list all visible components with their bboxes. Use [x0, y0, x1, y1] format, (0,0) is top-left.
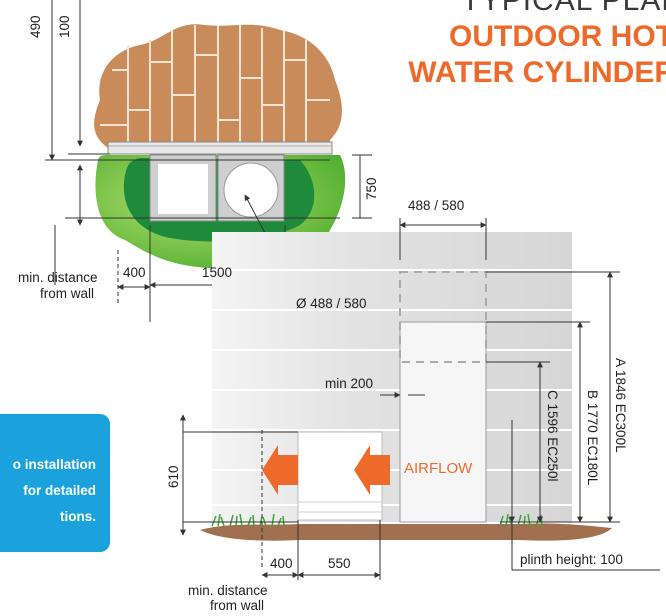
min-200-label: min 200 — [325, 376, 374, 391]
plan-min-distance-label-1: min. distance — [18, 270, 98, 285]
height-b-label: B 1770 EC180L — [585, 390, 600, 486]
plinth-height-label: plinth height: 100 — [520, 552, 623, 567]
dim-100-label: 100 — [57, 15, 72, 38]
note-line-3: tions. — [60, 509, 96, 524]
airflow-arrow-right — [354, 445, 390, 495]
deck-planks — [100, 25, 330, 148]
cylinder-dashed-outline — [399, 271, 487, 363]
height-a-label: A 1846 EC300L — [613, 358, 628, 453]
dim-1500-label: 1500 — [202, 265, 233, 280]
title-line-2: OUTDOOR HOT — [449, 20, 666, 53]
height-c-label: C 1596 EC250l — [545, 390, 560, 482]
airflow-arrow-left — [262, 445, 298, 495]
title-line-3: WATER CYLINDER — [408, 56, 666, 89]
cylinder-circle — [223, 162, 279, 218]
dim-400-plan-label: 400 — [123, 265, 146, 280]
elevation-min-distance-label-1: min. distance — [188, 583, 268, 598]
dim-750-label: 750 — [364, 177, 379, 200]
title-line-1: TYPICAL PLAN — [461, 0, 666, 17]
ground-strip — [200, 523, 612, 541]
dim-550-label: 550 — [328, 556, 351, 571]
installation-note-box: o installation for detailed tions. — [0, 414, 110, 552]
elevation-min-distance-label-2: from wall — [210, 598, 265, 613]
plan-min-distance-label-2: from wall — [40, 286, 95, 301]
diameter-label: Ø 488 / 580 — [296, 296, 367, 311]
elevation-dimension-lines — [180, 218, 660, 580]
elevation-view — [180, 218, 660, 580]
cylinder-elevation — [399, 321, 487, 523]
cylinder-width-label: 488 / 580 — [408, 198, 465, 213]
height-610-label: 610 — [166, 465, 181, 488]
note-line-1: o installation — [12, 457, 96, 472]
dim-490-label: 490 — [28, 15, 43, 38]
house-wall — [212, 232, 572, 522]
note-line-2: for detailed — [23, 483, 96, 498]
dim-400-elevation-label: 400 — [270, 556, 293, 571]
wall-strip — [107, 141, 333, 155]
airflow-label: AIRFLOW — [404, 460, 473, 477]
